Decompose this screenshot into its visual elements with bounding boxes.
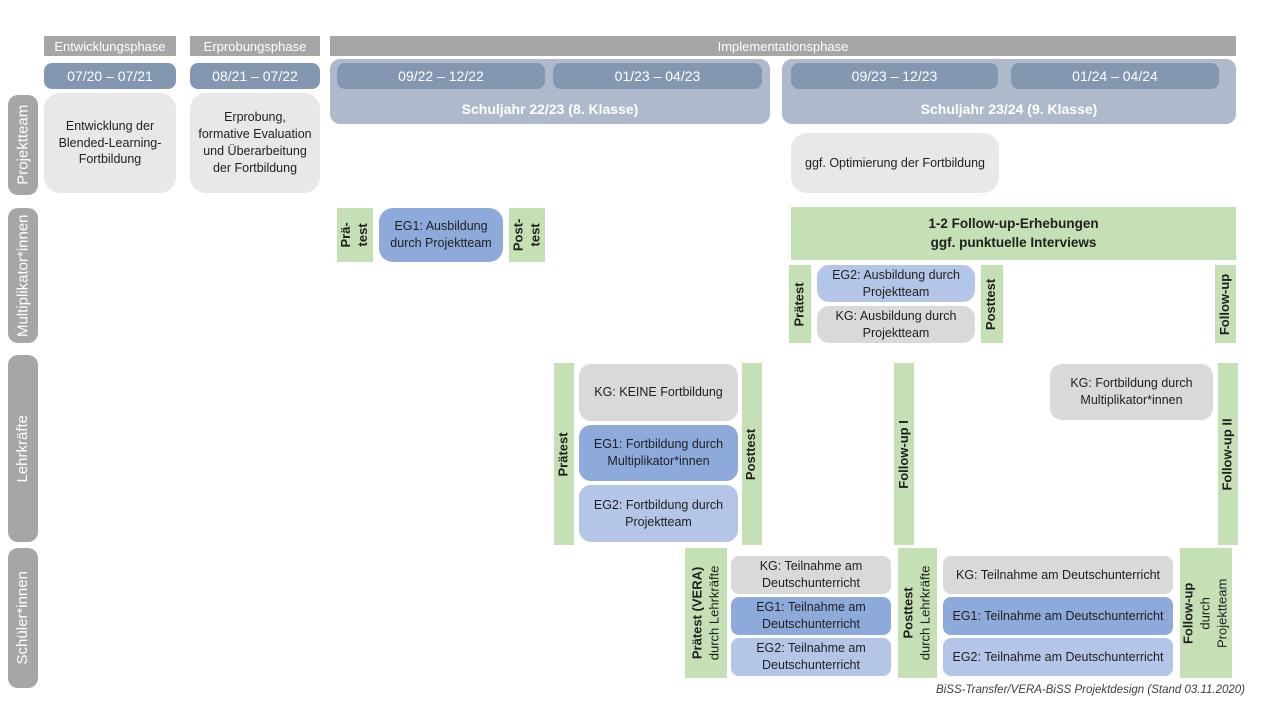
bar-posttest-lehrkraefte: Posttest	[742, 363, 762, 545]
box-eg1-fortbildung-multiplikatoren: EG1: Fortbildung durch Multiplikator*inn…	[579, 425, 738, 481]
box-kg-teilnahme-2: KG: Teilnahme am Deutschunterricht	[943, 556, 1173, 594]
bar-followup-multiplikatoren: Follow-up	[1215, 265, 1236, 343]
row-label-lehrkraefte: Lehrkräfte	[8, 355, 38, 542]
box-eg2-teilnahme-1: EG2: Teilnahme am Deutschunterricht	[731, 638, 891, 676]
bar-praetest-lehrkraefte: Prätest	[554, 363, 574, 545]
box-eg1-teilnahme-2: EG1: Teilnahme am Deutschunterricht	[943, 597, 1173, 635]
row-label-multiplikatoren: Multiplikator*innen	[8, 208, 38, 343]
diagram-caption: BiSS-Transfer/VERA-BiSS Projektdesign (S…	[936, 684, 1245, 696]
box-followup-erhebungen: 1-2 Follow-up-Erhebungen ggf. punktuelle…	[791, 207, 1236, 260]
date-range-08-21: 08/21 – 07/22	[190, 63, 320, 89]
box-eg1-teilnahme-1: EG1: Teilnahme am Deutschunterricht	[731, 597, 891, 635]
box-eg2-teilnahme-2: EG2: Teilnahme am Deutschunterricht	[943, 638, 1173, 676]
bar-followup2-lehrkraefte: Follow-up II	[1218, 363, 1238, 545]
box-eg2-fortbildung-projektteam: EG2: Fortbildung durch Projektteam	[579, 485, 738, 542]
bar-followup1-lehrkraefte: Follow-up I	[894, 363, 914, 545]
row-label-schueler: Schüler*innen	[8, 548, 38, 688]
box-kg-ausbildung-projektteam: KG: Ausbildung durch Projektteam	[817, 306, 975, 343]
phase-header-entwicklungsphase: Entwicklungsphase	[44, 36, 176, 56]
bar-posttest-multiplikatoren-2: Posttest	[981, 265, 1003, 343]
box-kg-teilnahme-1: KG: Teilnahme am Deutschunterricht	[731, 556, 891, 594]
phase-header-implementationsphase: Implementationsphase	[330, 36, 1236, 56]
bar-praetest-vera-schueler: Prätest (VERA)durch Lehrkräfte	[685, 548, 727, 678]
box-entwicklung-fortbildung: Entwicklung der Blended-Learning-Fortbil…	[44, 93, 176, 193]
box-erprobung-evaluation: Erprobung, formative Evaluation und Über…	[190, 93, 320, 193]
box-eg1-ausbildung-projektteam: EG1: Ausbildung durch Projektteam	[379, 208, 503, 262]
box-eg2-ausbildung-projektteam: EG2: Ausbildung durch Projektteam	[817, 265, 975, 302]
date-range-09-23: 09/23 – 12/23	[791, 63, 998, 89]
phase-header-erprobungsphase: Erprobungsphase	[190, 36, 320, 56]
date-range-09-22: 09/22 – 12/22	[337, 63, 545, 89]
date-range-07-20: 07/20 – 07/21	[44, 63, 176, 89]
box-kg-fortbildung-multiplikatoren: KG: Fortbildung durch Multiplikator*inne…	[1050, 364, 1213, 420]
date-range-01-23: 01/23 – 04/23	[553, 63, 762, 89]
bar-praetest-multiplikatoren-1: Prä-test	[337, 208, 373, 262]
row-label-projektteam: Projektteam	[8, 95, 38, 195]
date-range-01-24: 01/24 – 04/24	[1011, 63, 1219, 89]
box-optimierung-fortbildung: ggf. Optimierung der Fortbildung	[791, 133, 999, 193]
bar-posttest-multiplikatoren-1: Post-test	[509, 208, 545, 262]
bar-praetest-multiplikatoren-2: Prätest	[789, 265, 811, 343]
box-kg-keine-fortbildung: KG: KEINE Fortbildung	[579, 364, 738, 421]
bar-followup-schueler: Follow-up durch Projektteam	[1180, 548, 1232, 678]
